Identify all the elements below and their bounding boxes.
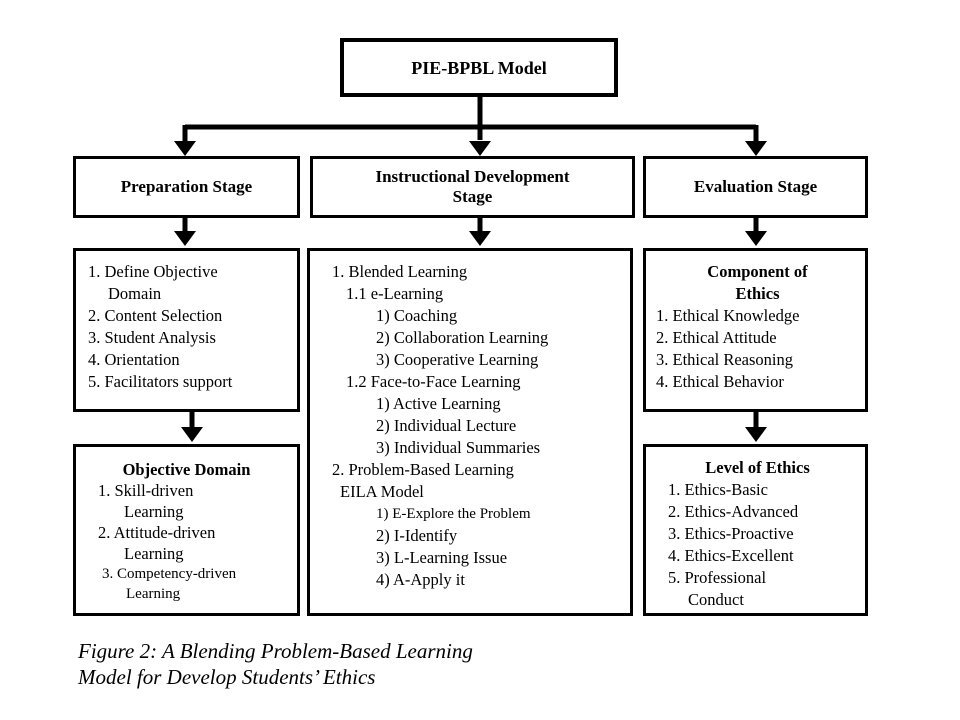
instructional-stage-box: Instructional Development Stage [310, 156, 635, 218]
list-item: 3. Ethical Reasoning [656, 350, 794, 369]
objective-domain-title: Objective Domain [122, 460, 251, 479]
list-item: 4. Ethics-Excellent [668, 546, 794, 565]
arrowhead [174, 231, 196, 246]
list-item: 2. Attitude-driven [98, 523, 216, 542]
list-item: 2) I-Identify [376, 526, 458, 545]
list-item: 1. Define Objective [88, 262, 218, 281]
list-item: 1) Coaching [376, 306, 458, 325]
evaluation-stage-box: Evaluation Stage [643, 156, 868, 218]
arrowhead [469, 141, 491, 156]
preparation-stage-box: Preparation Stage [73, 156, 300, 218]
list-item: 1. Blended Learning [332, 262, 468, 281]
list-item: 3. Ethics-Proactive [668, 524, 794, 543]
list-item: 5. Professional [668, 568, 767, 587]
arrowhead [745, 427, 767, 442]
list-item: 3) L-Learning Issue [376, 548, 508, 567]
list-item: 3) Cooperative Learning [376, 350, 539, 369]
list-item: 1) E-Explore the Problem [376, 506, 531, 522]
list-item: Learning [124, 502, 184, 521]
list-item: 2) Collaboration Learning [376, 328, 549, 347]
arrowhead [745, 231, 767, 246]
list-item: Domain [108, 284, 162, 303]
model-title: PIE-BPBL Model [411, 57, 547, 78]
list-item: 4. Orientation [88, 350, 180, 369]
figure-caption-line-1: Figure 2: A Blending Problem-Based Learn… [78, 639, 473, 663]
component-of-ethics-box: Component of Ethics 1. Ethical Knowledge… [643, 248, 868, 412]
list-item: 3. Student Analysis [88, 328, 216, 347]
list-item: 3. Competency-driven [102, 566, 237, 582]
list-item: 2. Ethical Attitude [656, 328, 777, 347]
figure-caption: Figure 2: A Blending Problem-Based Learn… [78, 638, 473, 690]
component-of-ethics-title-2: Ethics [735, 284, 780, 303]
list-item: 5. Facilitators support [88, 372, 233, 391]
list-item: 2. Content Selection [88, 306, 223, 325]
preparation-stage-label: Preparation Stage [120, 177, 253, 196]
list-item: 4. Ethical Behavior [656, 372, 784, 391]
level-of-ethics-box: Level of Ethics 1. Ethics-Basic 2. Ethic… [643, 444, 868, 616]
level-of-ethics-title: Level of Ethics [705, 458, 810, 477]
list-item: 2) Individual Lecture [376, 416, 517, 435]
instructional-stage-label-2: Stage [452, 187, 493, 206]
list-item: 1. Ethical Knowledge [656, 306, 800, 325]
objective-domain-box: Objective Domain 1. Skill-driven Learnin… [73, 444, 300, 616]
preparation-list-box: 1. Define Objective Domain 2. Content Se… [73, 248, 300, 412]
arrowhead [745, 141, 767, 156]
evaluation-stage-label: Evaluation Stage [693, 177, 818, 196]
list-item: 1.2 Face-to-Face Learning [346, 372, 521, 391]
list-item: Learning [124, 544, 184, 563]
figure-caption-line-2: Model for Develop Students’ Ethics [78, 665, 376, 689]
list-item: 2. Problem-Based Learning [332, 460, 514, 479]
list-item: Learning [126, 586, 181, 602]
list-item: 1.1 e-Learning [346, 284, 444, 303]
list-item: 3) Individual Summaries [376, 438, 541, 457]
arrowhead [181, 427, 203, 442]
instructional-list-box: 1. Blended Learning 1.1 e-Learning 1) Co… [307, 248, 633, 616]
component-of-ethics-title-1: Component of [707, 262, 808, 281]
model-title-box: PIE-BPBL Model [340, 38, 618, 97]
list-item: 1) Active Learning [376, 394, 501, 413]
list-item: 1. Ethics-Basic [668, 480, 768, 499]
list-item: EILA Model [340, 482, 424, 501]
list-item: 4) A-Apply it [376, 570, 465, 589]
list-item: Conduct [688, 590, 744, 609]
instructional-stage-label-1: Instructional Development [375, 167, 570, 186]
list-item: 1. Skill-driven [98, 481, 194, 500]
list-item: 2. Ethics-Advanced [668, 502, 799, 521]
arrowhead [469, 231, 491, 246]
arrowhead [174, 141, 196, 156]
